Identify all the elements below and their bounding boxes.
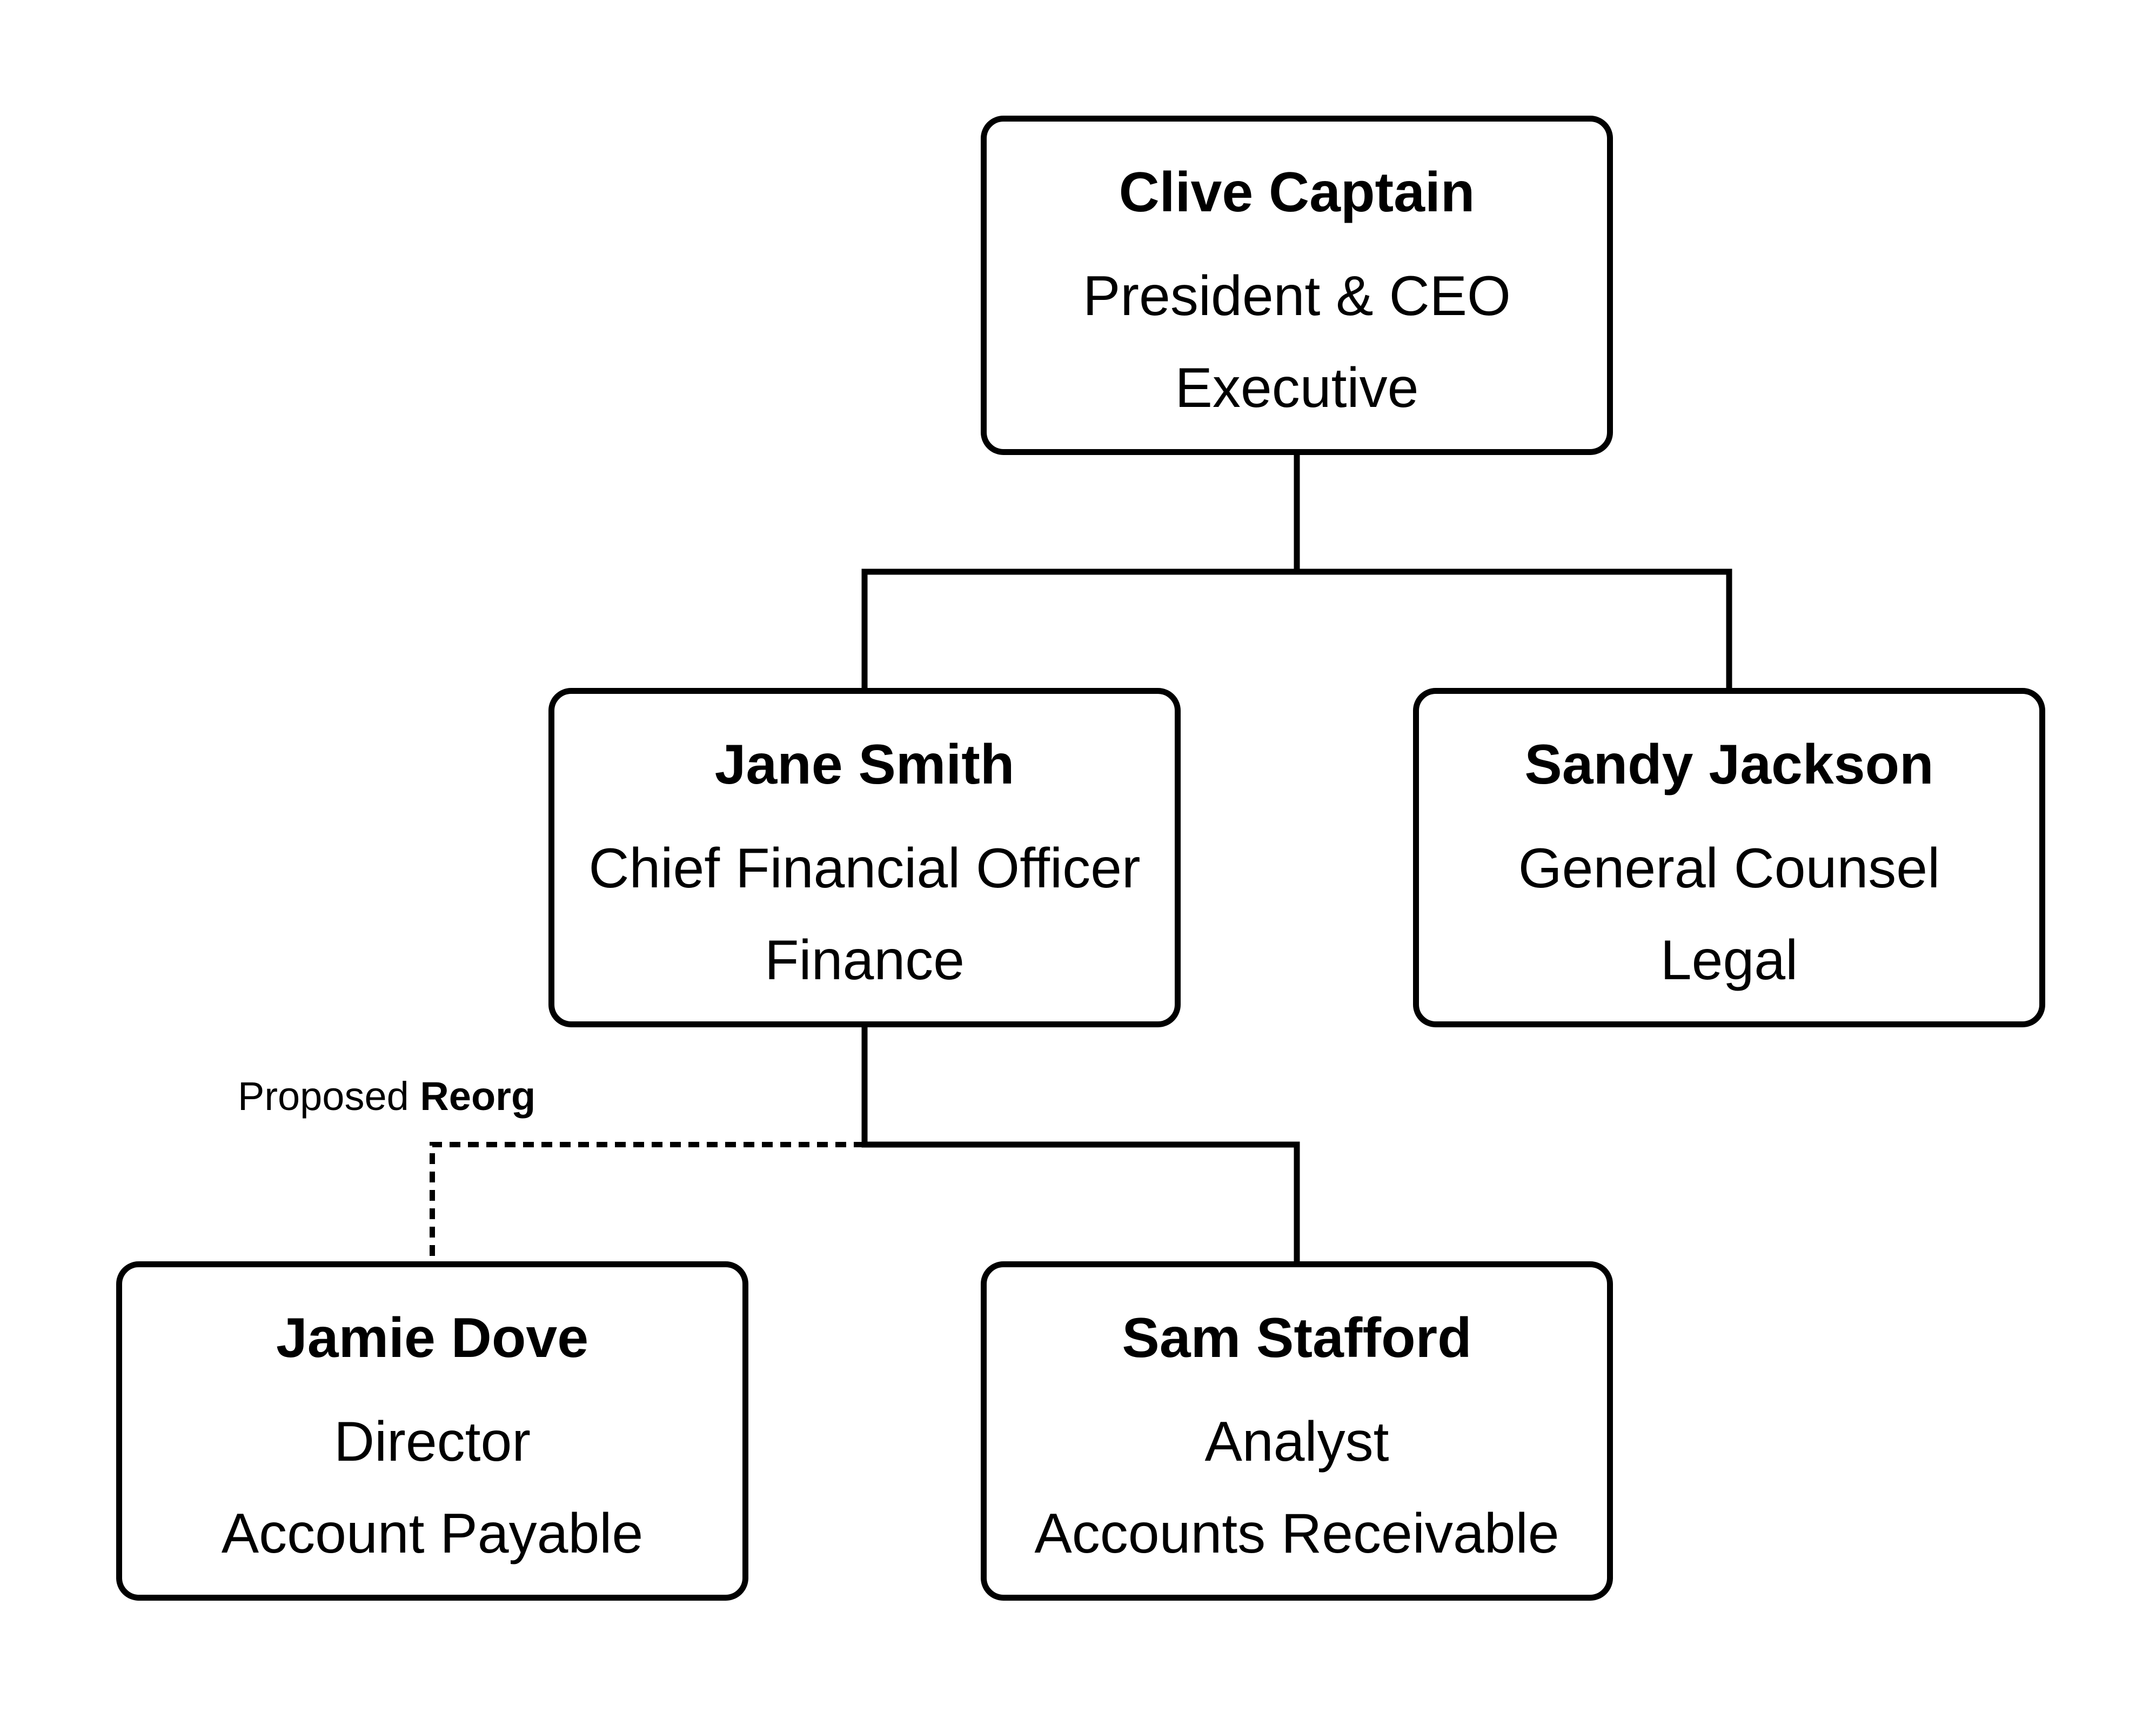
node-role: Director <box>333 1410 531 1473</box>
org-node-cfo[interactable]: Jane Smith Chief Financial Officer Finan… <box>548 688 1181 1027</box>
org-node-analyst[interactable]: Sam Stafford Analyst Accounts Receivable <box>981 1261 1613 1601</box>
org-node-ceo[interactable]: Clive Captain President & CEO Executive <box>981 116 1613 455</box>
node-name: Sandy Jackson <box>1524 733 1934 796</box>
node-name: Clive Captain <box>1119 161 1475 224</box>
annotation-emphasis: Reorg <box>420 1074 536 1119</box>
node-department: Finance <box>765 929 965 992</box>
node-name: Jamie Dove <box>276 1307 589 1369</box>
connector-ceo-cfo <box>861 455 1300 688</box>
node-role: Chief Financial Officer <box>588 837 1141 900</box>
connector-cfo-director-dashed <box>430 1142 865 1261</box>
connector-ceo-counsel <box>1297 569 1732 688</box>
node-role: Analyst <box>1204 1410 1389 1473</box>
node-department: Legal <box>1660 929 1798 992</box>
node-role: President & CEO <box>1083 265 1511 327</box>
node-department: Executive <box>1175 357 1419 419</box>
connector-cfo-analyst <box>861 1026 1300 1261</box>
reorg-annotation: Proposed Reorg <box>238 1076 535 1116</box>
org-node-director[interactable]: Jamie Dove Director Account Payable <box>116 1261 748 1601</box>
node-role: General Counsel <box>1518 837 1940 900</box>
node-department: Account Payable <box>221 1502 644 1565</box>
node-name: Jane Smith <box>714 733 1015 796</box>
node-name: Sam Stafford <box>1122 1307 1472 1369</box>
annotation-prefix: Proposed <box>238 1074 409 1119</box>
org-node-counsel[interactable]: Sandy Jackson General Counsel Legal <box>1413 688 2045 1027</box>
node-department: Accounts Receivable <box>1034 1502 1559 1565</box>
